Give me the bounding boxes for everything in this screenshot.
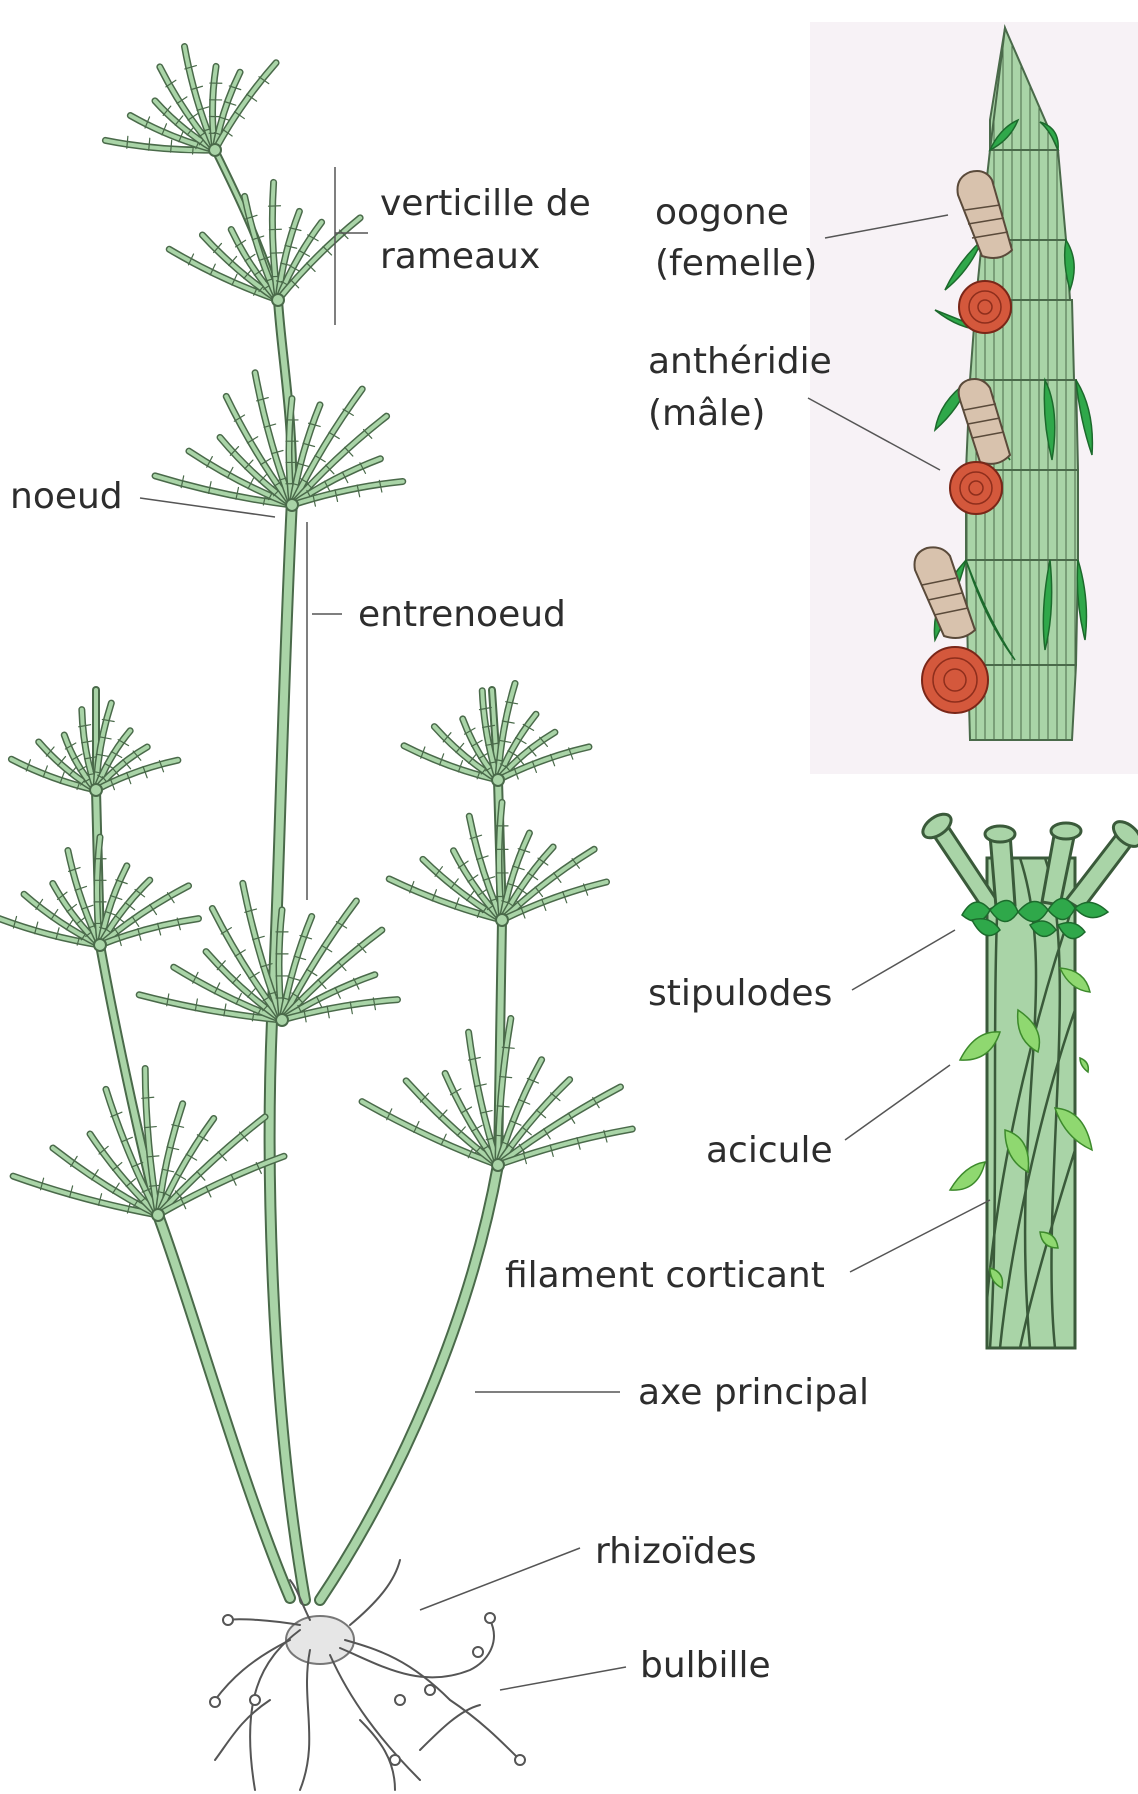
label-oogone-line2: (femelle) [655, 243, 817, 284]
rhizoides-leader [420, 1548, 580, 1610]
label-axe-principal: axe principal [638, 1372, 869, 1413]
main-stems [96, 140, 502, 1600]
branch-whorl [139, 883, 397, 1026]
label-filament-corticant: filament corticant [505, 1255, 825, 1296]
stipulodes-shapes [962, 898, 1108, 938]
label-rhizoides: rhizoïdes [595, 1531, 757, 1572]
branch-whorl [0, 837, 198, 951]
label-entrenoeud: entrenoeud [358, 594, 566, 635]
stipulodes-leader [852, 930, 955, 990]
rhizoids-illustration [210, 1560, 525, 1790]
label-verticille-line1: verticille de [380, 183, 591, 224]
label-antheridie-line1: anthéridie [648, 341, 832, 382]
branch-whorl [155, 373, 403, 511]
reproductive-organs-inset [810, 22, 1138, 774]
label-oogone-line1: oogone [655, 192, 789, 233]
label-noeud: noeud [10, 476, 123, 517]
branch-whorl [389, 802, 606, 926]
label-verticille-line2: rameaux [380, 236, 540, 277]
label-stipulodes: stipulodes [648, 973, 832, 1014]
branch-whorl [13, 1068, 284, 1221]
label-bulbille: bulbille [640, 1645, 771, 1686]
label-acicule: acicule [706, 1130, 833, 1171]
branch-whorl [105, 47, 276, 156]
cortex-detail-inset [919, 809, 1138, 1348]
filament-corticant-leader [850, 1200, 990, 1272]
bulbille-leader [500, 1667, 626, 1690]
label-antheridie-line2: (mâle) [648, 393, 765, 434]
chara-plant-illustration [0, 47, 632, 1790]
acicule-leader [845, 1065, 950, 1140]
branch-whorl [169, 182, 360, 306]
